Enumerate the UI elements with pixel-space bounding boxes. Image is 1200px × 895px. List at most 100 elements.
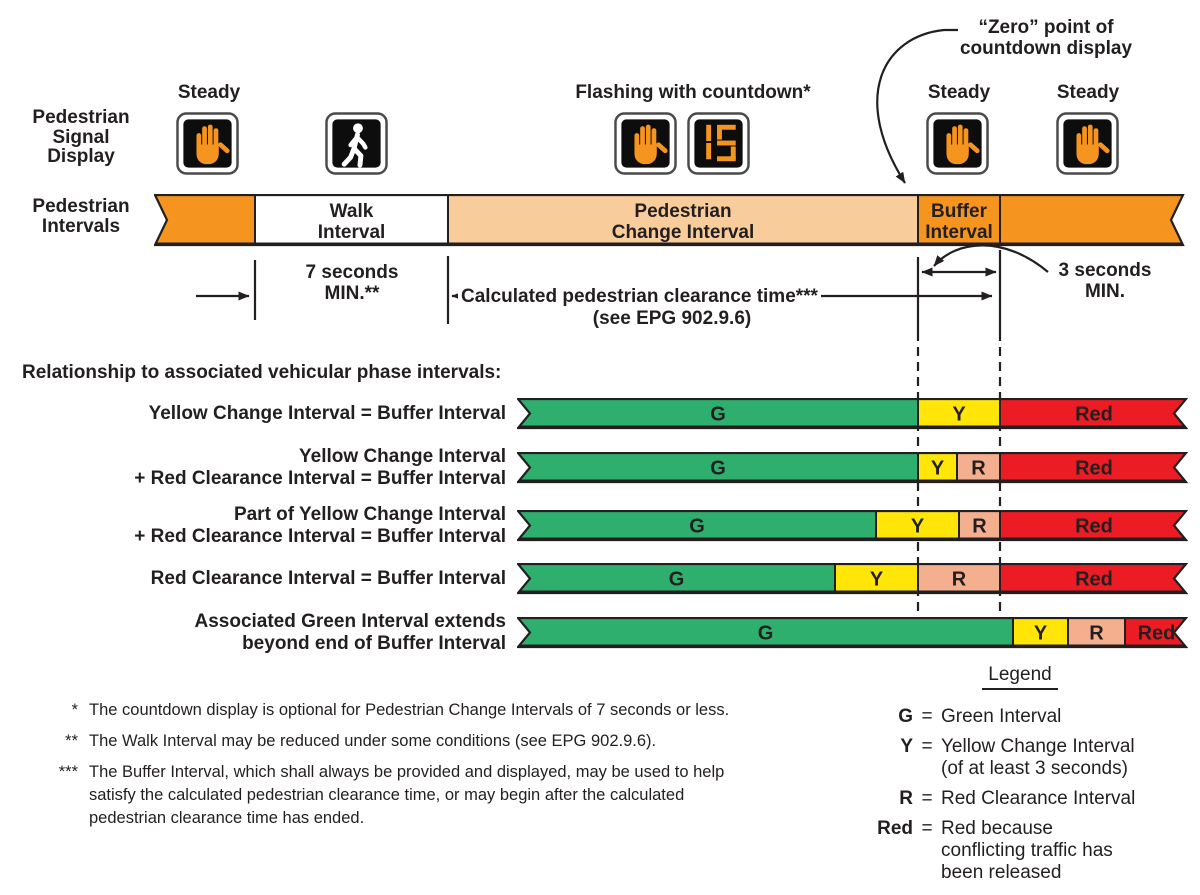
bar-segment-red (1000, 564, 1186, 593)
bar-segment-y (918, 453, 957, 482)
bar-segment-label: Y (870, 569, 884, 591)
bar-segment-label: Pedestrian (634, 201, 731, 222)
footnote-2: ** The Walk Interval may be reduced unde… (36, 730, 816, 753)
vehicular-row-label-1: Yellow Change Interval = Buffer Interval (148, 402, 506, 424)
footnotes: * The countdown display is optional for … (36, 699, 816, 838)
bar-segment-label: Interval (318, 222, 386, 243)
bar-segment-g (518, 399, 918, 428)
bar-segment-label: Y (931, 458, 945, 480)
bar-segment-y (1013, 618, 1068, 647)
legend-item-red: Red = Red because conflicting traffic ha… (845, 818, 1185, 884)
bar-segment-r (918, 564, 1000, 593)
bar-segment-label: G (710, 458, 726, 480)
vehicular-bar-3: G Y R Red (517, 510, 1189, 542)
bar-segment-g (518, 564, 835, 593)
footnote-1: * The countdown display is optional for … (36, 699, 816, 722)
legend-key: R (899, 788, 913, 809)
bar-segment-label: Red (1075, 516, 1113, 538)
bar-segment-g (518, 618, 1013, 647)
bar-segment-label: Interval (925, 222, 993, 243)
vehicular-row-label-4: Red Clearance Interval = Buffer Interval (150, 567, 506, 589)
vehicular-bar-2: G Y R Red (517, 452, 1189, 484)
footnote-marker: * (71, 701, 78, 719)
legend-text: Yellow Change Interval (of at least 3 se… (941, 736, 1135, 779)
bar-segment-label: Y (952, 404, 966, 426)
bar-segment-label: Red (1075, 404, 1113, 426)
vehicular-bar-5: G Y R Red (517, 617, 1189, 649)
bar-segment-orange (1000, 195, 1183, 245)
bar-segment-label: G (669, 569, 685, 591)
legend-item-y: Y = Yellow Change Interval (of at least … (845, 736, 1185, 780)
legend-equals: = (921, 706, 933, 727)
bar-segment-label: Red (1138, 623, 1176, 645)
bar-segment-red (1000, 399, 1186, 428)
bar-segment-buffer (918, 195, 1000, 245)
legend-title: Legend (965, 664, 1075, 690)
footnote-text: The Buffer Interval, which shall always … (89, 763, 725, 827)
bar-segment-walk (255, 195, 448, 245)
bar-segment-label: Change Interval (612, 222, 755, 243)
countdown-display-icon (687, 112, 750, 175)
bar-segment-y (876, 511, 959, 540)
clearance-epg-reference: (see EPG 902.9.6) (592, 308, 752, 329)
footnote-text: The Walk Interval may be reduced under s… (89, 732, 657, 750)
legend-key: Y (900, 736, 913, 757)
relationship-heading: Relationship to associated vehicular pha… (22, 362, 502, 383)
bar-segment-r (1068, 618, 1125, 647)
pedestrian-signal-display-label: Pedestrian Signal Display (32, 107, 130, 167)
legend-equals: = (921, 818, 933, 839)
footnote-3: *** The Buffer Interval, which shall alw… (36, 761, 816, 830)
bar-segment-label: G (758, 623, 774, 645)
bar-segment-label: Red (1075, 458, 1113, 480)
legend-key: Red (877, 818, 913, 839)
footnote-marker: ** (65, 732, 78, 750)
walk-min-annotation: 7 seconds MIN.** (305, 262, 399, 304)
clearance-time-annotation: Calculated pedestrian clearance time*** (458, 286, 821, 307)
hand-icon (1076, 124, 1110, 165)
legend-key: G (898, 706, 913, 727)
bar-segment-label: R (952, 569, 967, 591)
steady-hand-signal-icon-2 (926, 112, 989, 175)
bar-segment-y (918, 399, 1000, 428)
bar-segment-orange (155, 195, 255, 245)
bar-segment-label: Y (1034, 623, 1048, 645)
vehicular-row-label-3: Part of Yellow Change Interval + Red Cle… (134, 503, 506, 547)
bar-segment-red (1000, 453, 1186, 482)
pedestrian-intervals-label: Pedestrian Intervals (32, 196, 130, 237)
legend: Legend G = Green Interval Y = Yellow Cha… (845, 664, 1185, 884)
bar-segment-label: R (971, 458, 986, 480)
legend-text: Green Interval (941, 706, 1062, 727)
legend-text: Red because conflicting traffic has been… (941, 818, 1113, 883)
bar-segment-label: R (972, 516, 987, 538)
bar-segment-r (959, 511, 1000, 540)
legend-item-r: R = Red Clearance Interval (845, 788, 1185, 810)
hand-icon (946, 124, 980, 165)
legend-item-g: G = Green Interval (845, 706, 1185, 728)
steady-label-2: Steady (927, 82, 991, 103)
zero-point-curve-arrow (876, 28, 958, 184)
vehicular-row-label-5: Associated Green Interval extends beyond… (194, 610, 506, 654)
walking-person-icon (341, 123, 368, 168)
bar-segment-y (835, 564, 918, 593)
footnote-marker: *** (58, 763, 78, 781)
zero-point-annotation: “Zero” point of countdown display (959, 17, 1133, 59)
flashing-hand-signal-icon (614, 112, 677, 175)
buffer-min-annotation: 3 seconds MIN. (1058, 260, 1152, 302)
bar-segment-label: Y (911, 516, 925, 538)
bar-segment-pedestrian (448, 195, 918, 245)
vehicular-row-label-2: Yellow Change Interval + Red Clearance I… (134, 445, 506, 489)
bar-segment-label: R (1089, 623, 1104, 645)
bar-segment-label: G (689, 516, 705, 538)
legend-text: Red Clearance Interval (941, 788, 1136, 809)
steady-hand-signal-icon-3 (1056, 112, 1119, 175)
legend-equals: = (921, 788, 933, 809)
legend-equals: = (921, 736, 933, 757)
hand-icon (196, 124, 230, 165)
bar-segment-g (518, 511, 876, 540)
steady-label-1: Steady (177, 82, 241, 103)
hand-icon (634, 124, 668, 165)
bar-segment-r (957, 453, 1000, 482)
